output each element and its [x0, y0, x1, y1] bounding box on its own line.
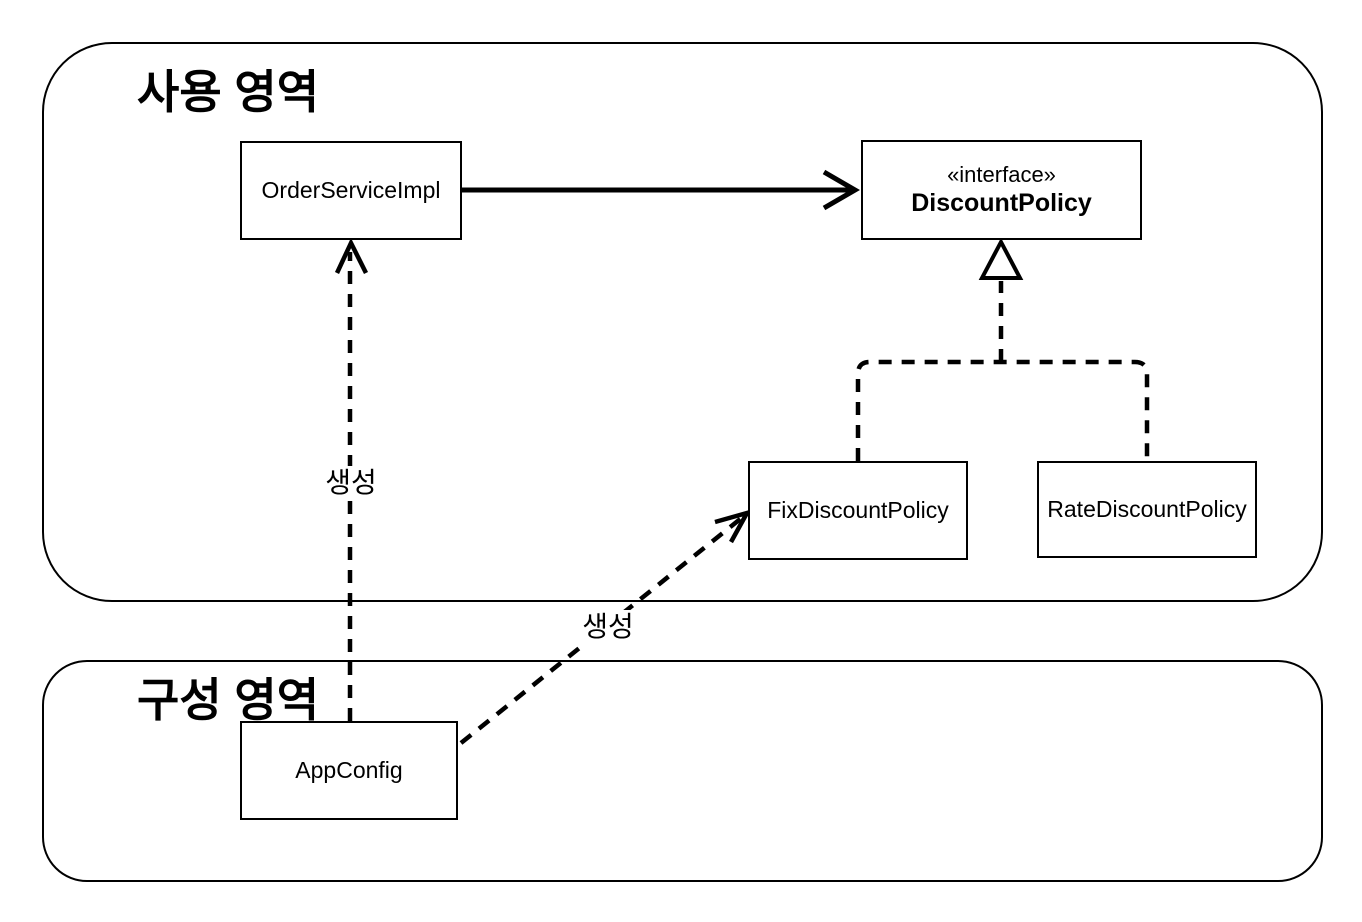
config-area-title: 구성 영역: [137, 674, 320, 726]
node-fix-discount-policy-label: FixDiscountPolicy: [767, 497, 949, 524]
realization-lines: [855, 281, 1150, 461]
dependency-arrow-order-to-discount: [462, 169, 860, 211]
config-area-region: [42, 660, 1323, 882]
node-rate-discount-policy-label: RateDiscountPolicy: [1047, 496, 1247, 523]
interface-stereotype-label: «interface»: [947, 161, 1056, 187]
node-order-service-impl: OrderServiceImpl: [240, 141, 462, 240]
node-rate-discount-policy: RateDiscountPolicy: [1037, 461, 1257, 558]
realization-triangle-icon: [978, 237, 1024, 280]
create-label-appconfig-to-fix: 생성: [578, 610, 638, 644]
node-fix-discount-policy: FixDiscountPolicy: [748, 461, 968, 560]
usage-area-title: 사용 영역: [137, 66, 320, 118]
create-arrow-appconfig-to-fix: [459, 509, 752, 745]
node-app-config: AppConfig: [240, 721, 458, 820]
node-order-service-impl-label: OrderServiceImpl: [261, 177, 441, 204]
usage-area-region: [42, 42, 1323, 602]
node-app-config-label: AppConfig: [295, 757, 403, 784]
node-discount-policy-interface: «interface» DiscountPolicy: [861, 140, 1142, 240]
node-discount-policy-label: DiscountPolicy: [911, 189, 1092, 218]
create-label-appconfig-to-order: 생성: [321, 466, 381, 500]
